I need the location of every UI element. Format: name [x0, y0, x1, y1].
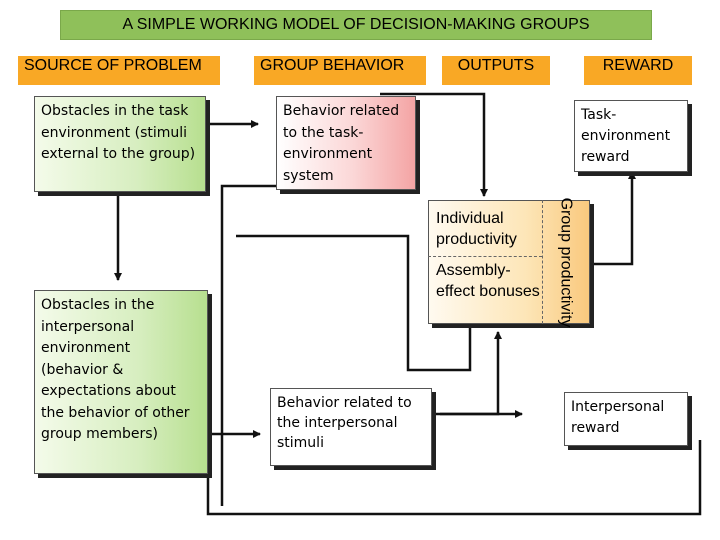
outputs-group-divider	[542, 200, 543, 324]
feedback-loop-outer	[206, 434, 702, 516]
label-assembly-bonuses: Assembly-effect bonuses	[436, 262, 540, 300]
header-reward: REWARD	[584, 56, 692, 85]
arrow-interpersonal-behavior-to-outputs	[432, 331, 502, 416]
header-group-behavior: GROUP BEHAVIOR	[254, 56, 426, 85]
label-group-productivity: Group productivity	[557, 197, 575, 327]
box-outputs	[428, 200, 590, 324]
box-task-behavior: Behavior related to the task-environment…	[276, 96, 416, 190]
header-source-of-problem: SOURCE OF PROBLEM	[18, 56, 220, 85]
arrow-behavior-to-outputs	[380, 92, 488, 197]
outputs-divider	[428, 256, 542, 257]
box-task-reward: Task-environment reward	[574, 100, 688, 172]
diagram-title: A SIMPLE WORKING MODEL OF DECISION-MAKIN…	[60, 10, 652, 40]
feedback-loop-mid	[236, 234, 472, 372]
box-interpersonal-reward: Interpersonal reward	[564, 392, 688, 446]
header-outputs: OUTPUTS	[442, 56, 550, 85]
box-task-obstacles: Obstacles in the task environment (stimu…	[34, 96, 206, 192]
label-individual-productivity: Individual productivity	[436, 210, 517, 248]
box-interpersonal-behavior: Behavior related to the interpersonal st…	[270, 388, 432, 466]
box-interpersonal-obstacles: Obstacles in the interpersonal environme…	[34, 290, 208, 474]
arrow-outputs-to-task-reward	[594, 171, 636, 266]
